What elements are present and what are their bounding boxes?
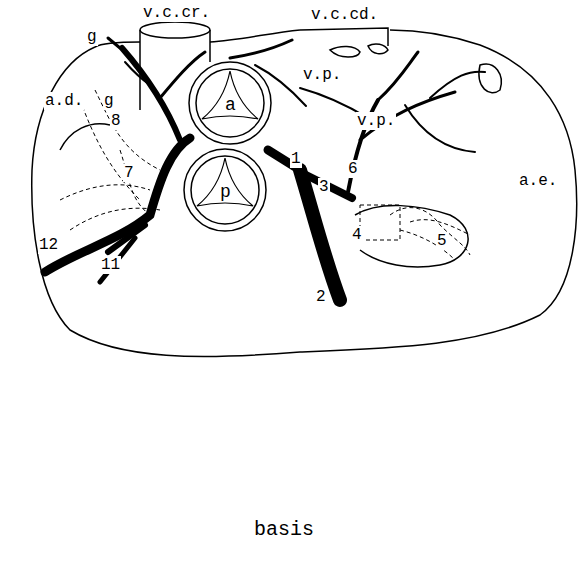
callout-number: 6 <box>347 160 359 178</box>
part-label: a.e. <box>518 172 558 190</box>
callout-number: 12 <box>38 236 59 254</box>
valve-part <box>196 69 264 137</box>
callout-number: 1 <box>290 150 302 168</box>
valve-part <box>197 158 253 206</box>
callout-number: 4 <box>351 226 363 244</box>
part-label: g <box>86 28 98 46</box>
part-label: v.c.cd. <box>310 6 379 24</box>
valve-ring: a <box>188 61 272 145</box>
callout-number: 7 <box>123 164 135 182</box>
valve-part <box>189 62 271 144</box>
valve-part <box>202 71 258 119</box>
valve-part <box>184 149 266 231</box>
valve-label: p <box>220 182 231 202</box>
part-label: v.p. <box>356 112 396 130</box>
part-label: v.p. <box>302 66 342 84</box>
callout-number: 3 <box>318 178 330 196</box>
caption: basis <box>254 518 314 541</box>
callout-number: 8 <box>110 112 122 130</box>
part-label: a.d. <box>44 92 84 110</box>
callout-number: 2 <box>315 288 327 306</box>
callout-number: 11 <box>100 256 121 274</box>
part-label: v.c.cr. <box>142 4 211 22</box>
valve-ring: p <box>183 148 267 232</box>
valve-label: a <box>225 95 236 115</box>
valve-part <box>191 156 259 224</box>
part-label: g <box>103 92 115 110</box>
callout-number: 5 <box>436 232 448 250</box>
